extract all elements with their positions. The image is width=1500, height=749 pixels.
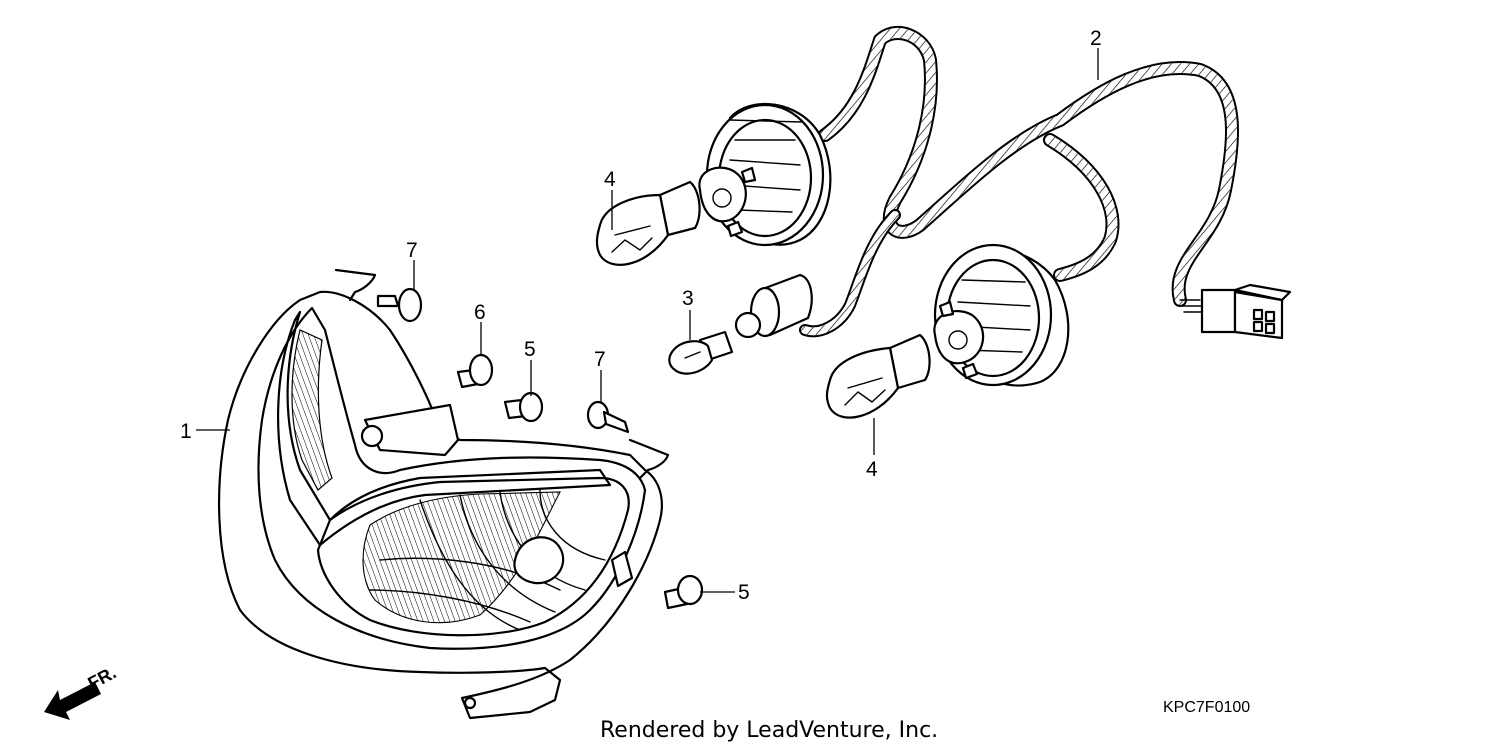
screw-5-upper	[503, 391, 544, 423]
callout-5-upper: 5	[524, 338, 536, 361]
callout-lines	[196, 48, 1099, 593]
callout-5-lower: 5	[738, 581, 750, 604]
bulb-upper	[595, 180, 701, 266]
screw-7-top	[376, 287, 423, 323]
callout-4-lower: 4	[866, 458, 878, 481]
screw-6	[456, 353, 494, 389]
credit-text: Rendered by LeadVenture, Inc.	[600, 718, 938, 743]
socket-lower	[933, 243, 1070, 387]
clip-top-left	[334, 268, 377, 302]
callout-2: 2	[1090, 27, 1102, 50]
socket-upper	[698, 102, 832, 247]
callout-7-right: 7	[594, 348, 606, 371]
bulb-wedge	[668, 330, 734, 375]
wire-harness	[799, 25, 1292, 340]
callout-1: 1	[180, 420, 192, 443]
callout-3: 3	[682, 287, 694, 310]
bulb-lower	[825, 333, 931, 419]
screw-5-lower	[663, 574, 704, 610]
callout-6: 6	[474, 301, 486, 324]
clip-right	[628, 438, 670, 480]
diagram-code: KPC7F0100	[1163, 699, 1250, 716]
screw-7-right	[586, 400, 630, 434]
front-direction-arrow	[44, 682, 101, 720]
headlight-assembly	[218, 290, 663, 720]
callout-4-upper: 4	[604, 168, 616, 191]
callout-7-top: 7	[406, 239, 418, 262]
socket-small	[734, 273, 813, 339]
